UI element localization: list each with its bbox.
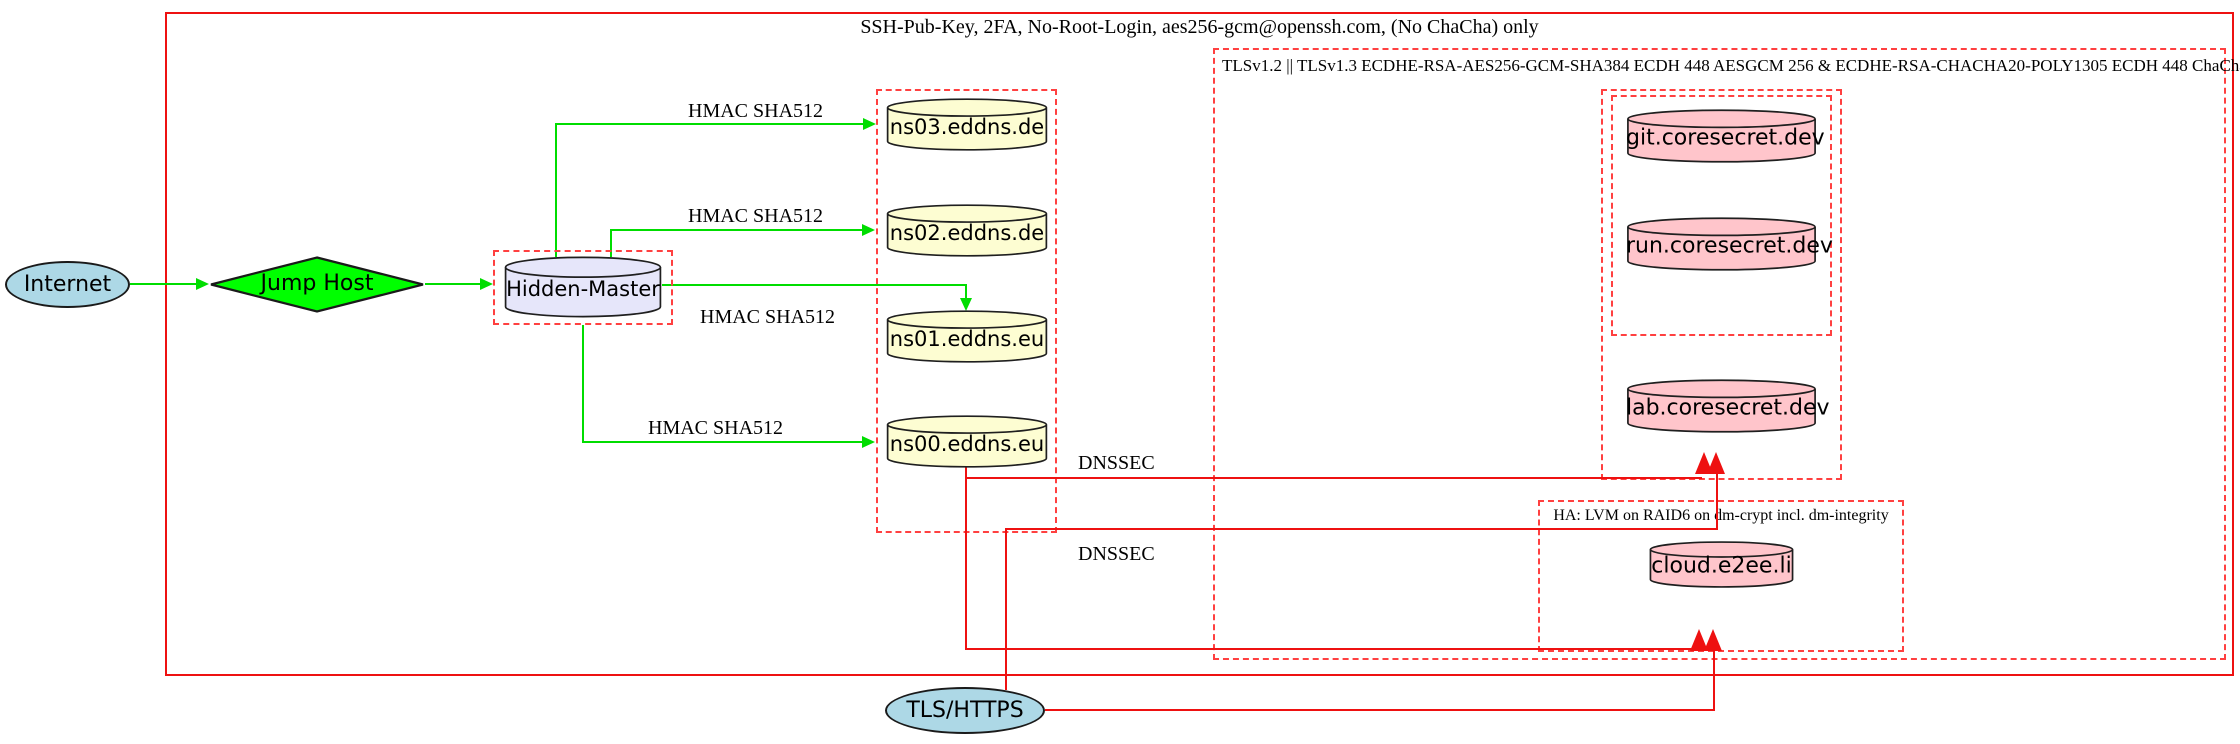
cylinder-shape: [1649, 541, 1794, 588]
cylinder-label: ns00.eddns.eu: [889, 431, 1045, 456]
edge-hm-ns02-h: [610, 229, 864, 231]
edge-label-hmac-ns00: HMAC SHA512: [648, 417, 784, 439]
arrowhead-into-hiddenmaster: [480, 278, 493, 290]
edge-tls-ha-v: [1713, 649, 1715, 711]
node-ns01: ns01.eddns.eu: [886, 310, 1048, 363]
node-internet-label: Internet: [23, 272, 112, 297]
cylinder-shape: [886, 204, 1048, 257]
diamond-shape: [210, 256, 424, 313]
cylinder-label: run.coresecret.dev: [1626, 233, 1833, 259]
cylinder-label: ns03.eddns.de: [889, 114, 1045, 139]
edge-dnssec-lab-h: [965, 477, 1702, 479]
cylinder-label: Hidden-Master: [506, 277, 660, 302]
node-ns03: ns03.eddns.de: [886, 98, 1048, 151]
edge-hm-ns03-h: [555, 123, 865, 125]
edge-label-dnssec-1: DNSSEC: [1078, 452, 1155, 474]
edge-hm-ns01-v: [965, 284, 967, 299]
cylinder-label: ns01.eddns.eu: [889, 326, 1045, 351]
cylinder-label: lab.coresecret.dev: [1626, 395, 1830, 421]
node-jump-host: Jump Host: [209, 256, 425, 313]
arrowhead-into-ns03: [863, 118, 876, 130]
node-ns00: ns00.eddns.eu: [886, 415, 1048, 468]
edge-dnssec-stem: [965, 467, 967, 650]
cylinder-label: cloud.e2ee.li: [1651, 553, 1792, 579]
cylinder-shape: [886, 415, 1048, 468]
node-ns02: ns02.eddns.de: [886, 204, 1048, 257]
node-internet: Internet: [5, 261, 130, 308]
cylinder-shape: [504, 256, 662, 318]
edge-label-hmac-ns03: HMAC SHA512: [688, 100, 824, 122]
cluster-ssh-hardening: [165, 12, 2234, 676]
cylinder-shape: [1626, 109, 1817, 163]
cylinder-label: ns02.eddns.de: [889, 220, 1045, 245]
cylinder-shape: [886, 98, 1048, 151]
cylinder-shape: [1626, 379, 1817, 433]
arrowhead-into-ns02: [862, 224, 875, 236]
arrowhead-into-ha-cluster-2: [1704, 629, 1722, 651]
edge-hm-ns00-h: [582, 441, 864, 443]
cluster-git-run-inner: [1611, 95, 1832, 336]
node-cloud: cloud.e2ee.li: [1649, 541, 1794, 588]
node-git: git.coresecret.dev: [1626, 109, 1825, 163]
arrowhead-into-jumphost: [196, 278, 209, 290]
cluster-tls-policy-label: TLSv1.2 || TLSv1.3 ECDHE-RSA-AES256-GCM-…: [1222, 56, 2240, 75]
node-tls-https: TLS/HTTPS: [885, 687, 1045, 734]
cylinder-shape: [886, 310, 1048, 363]
arrowhead-into-ns00: [862, 436, 875, 448]
edge-tls-lab-v1: [1005, 528, 1007, 690]
arrowhead-into-ns01: [960, 298, 972, 311]
cluster-ha-storage-label: HA: LVM on RAID6 on dm-crypt incl. dm-in…: [1553, 507, 1889, 524]
edge-hm-ns00-v: [582, 325, 584, 443]
edge-jumphost-hiddenmaster: [425, 283, 482, 285]
node-tls-https-label: TLS/HTTPS: [906, 698, 1024, 723]
edge-hm-ns03-v: [555, 123, 557, 257]
arrowhead-into-lab-cluster-2: [1707, 452, 1725, 474]
edge-label-hmac-ns02: HMAC SHA512: [688, 205, 824, 227]
edge-tls-lab-h: [1005, 528, 1718, 530]
edge-label-hmac-ns01: HMAC SHA512: [700, 306, 836, 328]
edge-label-dnssec-2: DNSSEC: [1078, 543, 1155, 565]
node-jump-host-label: Jump Host: [260, 271, 374, 296]
edge-dnssec-ha-h: [965, 648, 1700, 650]
edge-hm-ns01-h: [662, 284, 967, 286]
node-hidden-master: Hidden-Master: [504, 256, 662, 318]
edge-tls-lab-v2: [1716, 472, 1718, 530]
node-run: run.coresecret.dev: [1626, 217, 1833, 271]
edge-tls-ha-h: [1045, 709, 1715, 711]
cluster-ha-storage: [1538, 500, 1904, 652]
cylinder-label: git.coresecret.dev: [1626, 125, 1825, 151]
cluster-hidden-master-box: [493, 250, 673, 325]
node-lab: lab.coresecret.dev: [1626, 379, 1830, 433]
cluster-coresecret-outer: [1601, 89, 1842, 480]
arrowhead-into-ha-cluster-1: [1690, 629, 1708, 651]
edge-hm-ns02-v: [610, 229, 612, 257]
edge-internet-jumphost: [130, 283, 198, 285]
cluster-tls-policy: [1213, 48, 2226, 660]
cylinder-shape: [1626, 217, 1817, 271]
cluster-ssh-hardening-label: SSH-Pub-Key, 2FA, No-Root-Login, aes256-…: [860, 16, 1539, 38]
